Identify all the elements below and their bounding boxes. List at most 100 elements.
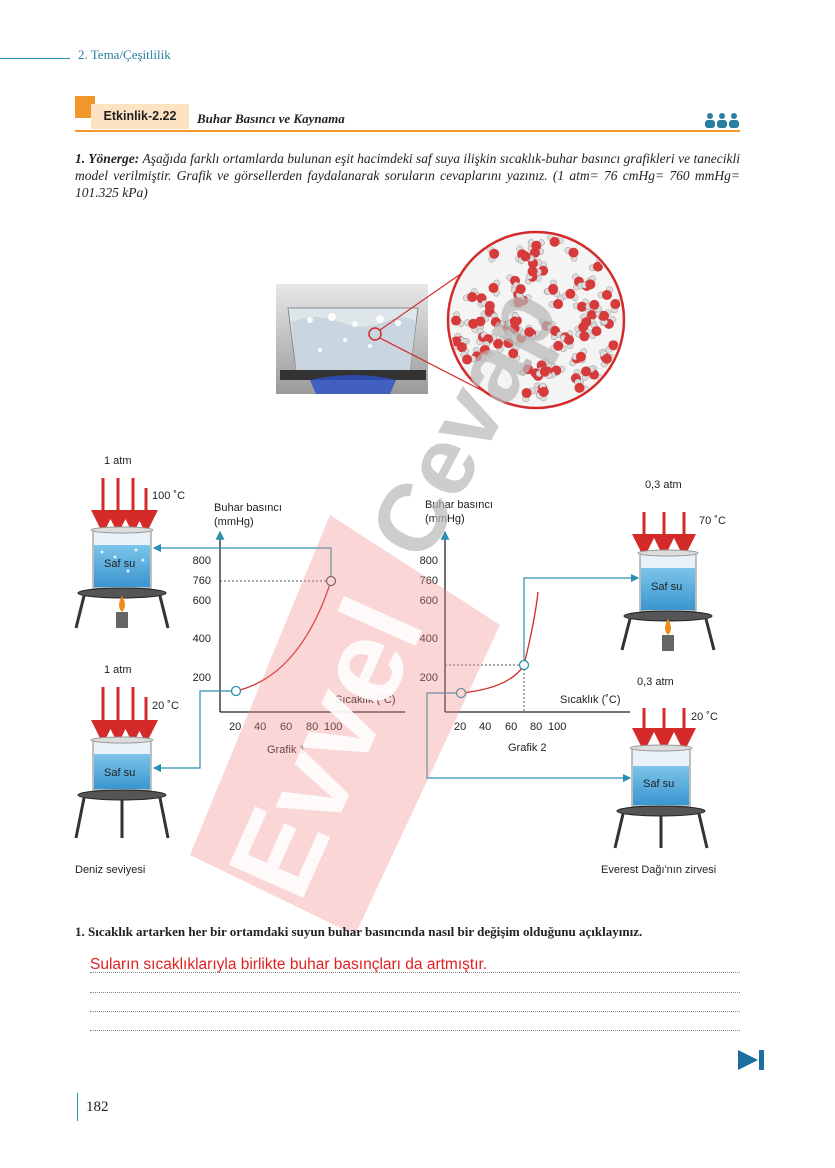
water-molecule: [464, 318, 479, 333]
next-page-icon[interactable]: [738, 1049, 766, 1071]
graph-1-tick-600: 600: [192, 595, 211, 607]
water-molecule: [560, 334, 575, 350]
water-molecule: [597, 286, 614, 300]
water-molecule: [517, 251, 535, 264]
graph-2-tick-20: 20: [454, 721, 467, 733]
graph-1-curve: [235, 580, 332, 692]
water-molecule: [564, 246, 579, 262]
left-top-tripod: [74, 587, 170, 629]
group-work-icon: [705, 113, 739, 128]
graph-1-tick-800: 800: [192, 555, 211, 567]
water-molecule: [519, 359, 533, 376]
activity-badge: Etkinlik-2.22: [91, 104, 189, 129]
boiling-water-illustration: [276, 230, 626, 410]
graph-2-tick-40: 40: [479, 721, 492, 733]
water-molecule: [535, 382, 549, 399]
right-top-pressure: 0,3 atm: [645, 479, 682, 491]
graph-1-tick-20: 20: [229, 721, 242, 733]
water-molecule: [490, 312, 505, 327]
page-number: 182: [86, 1099, 109, 1115]
left-bottom-tripod: [74, 789, 170, 839]
right-bottom-pressure: 0,3 atm: [637, 676, 674, 688]
water-molecule: [588, 257, 604, 272]
left-bottom-pressure-arrows: [91, 687, 158, 744]
graph-1-tick-80: 80: [306, 721, 319, 733]
instruction-text: Aşağıda farklı ortamlarda bulunan eşit h…: [75, 151, 740, 200]
left-bottom-temp: 20 ˚C: [152, 700, 179, 712]
water-molecule: [462, 288, 478, 303]
graph-1-tick-760: 760: [192, 575, 211, 587]
water-molecule: [527, 239, 545, 251]
right-caption: Everest Dağı'nın zirvesi: [601, 864, 717, 876]
left-top-temp: 100 ˚C: [152, 490, 186, 502]
water-molecule: [525, 266, 542, 280]
instruction: 1. Yönerge: Aşağıda farklı ortamlarda bu…: [75, 150, 740, 201]
right-bottom-temp: 20 ˚C: [691, 711, 718, 723]
graph-2-tick-600: 600: [419, 595, 438, 607]
water-molecule: [506, 323, 524, 336]
left-top-pressure: 1 atm: [104, 455, 132, 467]
graph-2-point-70: [518, 659, 530, 671]
answer-line: [90, 1011, 740, 1012]
water-molecule: [451, 311, 465, 328]
graph-2-point-20: [455, 687, 467, 699]
water-molecule: [520, 327, 537, 341]
water-molecule: [572, 298, 589, 312]
graph-1-tick-400: 400: [192, 633, 211, 645]
right-bottom-pressure-arrows: [632, 708, 696, 752]
instruction-lead: 1. Yönerge:: [75, 151, 140, 166]
answer-line: [90, 1030, 740, 1031]
right-top-beaker: [637, 549, 699, 612]
water-molecule: [456, 338, 470, 356]
particle-model-circle: [446, 230, 626, 410]
answer-text[interactable]: Suların sıcaklıklarıyla birlikte buhar b…: [90, 956, 488, 973]
graph-2-tick-760: 760: [419, 575, 438, 587]
left-bottom-beaker-label: Saf su: [104, 767, 136, 779]
graph-2-curve: [460, 591, 539, 694]
right-bottom-beaker: [629, 744, 693, 807]
right-top-pressure-arrows: [632, 512, 696, 558]
graph-1-tick-60: 60: [280, 721, 293, 733]
graph-2-tick-80: 80: [530, 721, 543, 733]
graph-2-tick-60: 60: [505, 721, 518, 733]
water-molecule: [503, 333, 518, 350]
left-top-burner: [116, 596, 128, 628]
water-molecule: [548, 295, 564, 310]
right-top-burner: [662, 619, 674, 651]
left-top-beaker-label: Saf su: [104, 558, 136, 570]
right-top-tripod: [620, 610, 716, 651]
header-rule: [0, 58, 70, 59]
right-top-temp: 70 ˚C: [699, 515, 726, 527]
graph-1-point-20: [230, 685, 242, 697]
water-molecule: [549, 340, 567, 353]
water-molecule: [589, 322, 602, 339]
graph-1-tick-200: 200: [192, 672, 211, 684]
water-molecule: [571, 348, 588, 362]
page-number-bar: [77, 1093, 78, 1121]
water-molecule: [561, 288, 579, 301]
water-molecule: [547, 234, 564, 247]
theme-breadcrumb: 2. Tema/Çeşitlilik: [78, 47, 171, 62]
graph-1: [152, 530, 405, 773]
activity-rule: [75, 130, 740, 132]
answer-line: [90, 992, 740, 993]
graph-2-ylabel: Buhar basıncı: [425, 499, 493, 511]
left-bottom-pressure: 1 atm: [104, 664, 132, 676]
question-text: 1. Sıcaklık artarken her bir ortamdaki s…: [75, 924, 643, 939]
water-molecule: [580, 365, 595, 381]
graph-2-tick-200: 200: [419, 672, 438, 684]
water-molecule: [600, 350, 612, 368]
left-caption: Deniz seviyesi: [75, 864, 146, 876]
left-bottom-beaker: [90, 736, 154, 791]
water-molecule: [508, 344, 521, 362]
activity-badge-accent: [75, 96, 95, 118]
graph-1-tick-100: 100: [324, 721, 343, 733]
left-top-pressure-arrows: [91, 478, 158, 534]
water-molecule: [521, 387, 536, 403]
water-molecule: [535, 366, 553, 380]
graph-2: [426, 530, 640, 783]
water-molecule: [460, 351, 477, 365]
graph-1-caption: Grafik 1: [267, 744, 306, 756]
graph-1-ylabel-unit: (mmHg): [214, 516, 254, 528]
